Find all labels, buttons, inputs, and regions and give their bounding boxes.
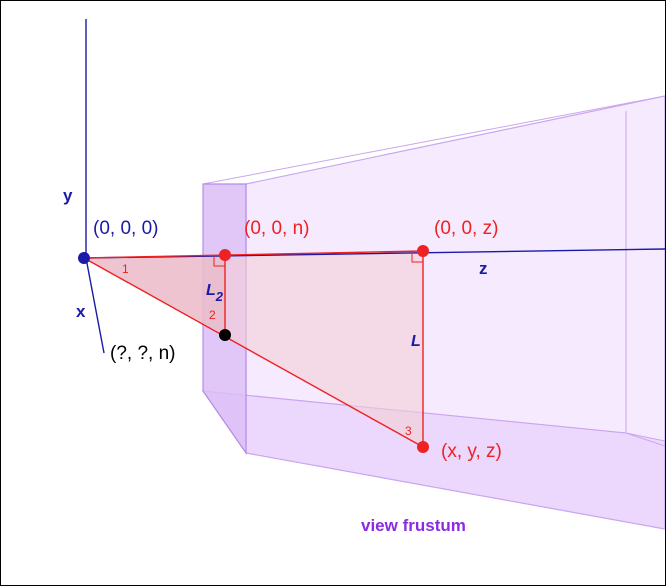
- y-axis-label: y: [63, 186, 73, 205]
- line-origin-to-far-center: [83, 250, 424, 259]
- frustum-edge-top: [202, 95, 665, 185]
- line-origin-to-point: [83, 257, 424, 448]
- construction-lines: [83, 250, 424, 448]
- length-L-label: L: [411, 333, 421, 350]
- origin-coord-label: (0, 0, 0): [93, 218, 158, 239]
- x-axis-line: [85, 257, 105, 354]
- angle-1-label: 1: [122, 262, 129, 276]
- near-center-coord-label: (0, 0, n): [244, 218, 309, 239]
- target-point-coord-label: (x, y, z): [441, 441, 502, 462]
- projection-triangle-small: [84, 255, 225, 335]
- length-L2-label: L2: [206, 282, 224, 304]
- far-center-point: [417, 245, 429, 257]
- near-center-point: [219, 249, 231, 261]
- length-L2-main: L: [206, 282, 216, 299]
- far-center-coord-label: (0, 0, z): [434, 218, 498, 239]
- view-frustum-caption: view frustum: [361, 516, 466, 535]
- frustum-far-bottom: [625, 432, 665, 447]
- right-angle-far: [411, 251, 423, 263]
- target-point: [417, 441, 429, 453]
- angle-2-label: 2: [209, 308, 216, 322]
- right-angle-near: [213, 255, 225, 267]
- angle-3-label: 3: [405, 424, 412, 438]
- z-axis-label: z: [479, 259, 488, 278]
- projected-point-coord-label: (?, ?, n): [110, 343, 175, 364]
- origin-point: [78, 252, 90, 264]
- x-axis-label: x: [76, 302, 86, 321]
- length-L2-subscript: 2: [215, 289, 224, 304]
- projected-point: [219, 329, 231, 341]
- frustum-body: [201, 95, 665, 530]
